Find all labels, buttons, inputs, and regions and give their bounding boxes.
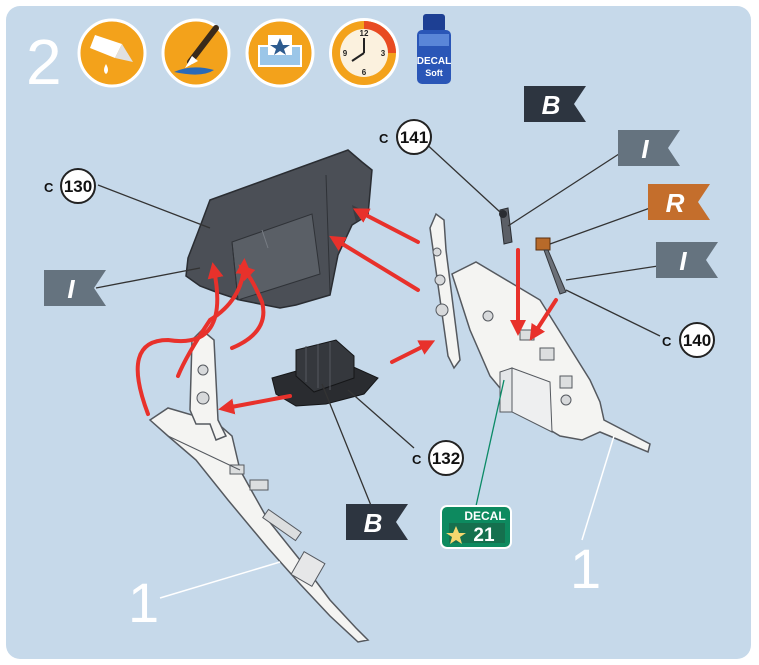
flag-b-bottom-letter: B	[364, 508, 383, 538]
part-c140	[536, 238, 566, 294]
flag-r-letter: R	[666, 188, 685, 218]
callout-c130-letter: C	[44, 180, 54, 195]
paint-brush-icon	[163, 20, 229, 86]
callout-c130: C 130	[44, 169, 95, 203]
flag-i-mid-letter: I	[679, 246, 687, 276]
flag-i-upper: I	[618, 130, 680, 166]
flag-b-top: B	[524, 86, 586, 122]
decal-soft-label-bottom: Soft	[425, 68, 443, 78]
clock-number-12: 12	[360, 29, 369, 38]
clock-number-9: 9	[343, 49, 348, 58]
decal-leader-line	[476, 380, 504, 506]
decal-water-icon	[247, 20, 313, 86]
assembly-number-left: 1	[128, 571, 159, 634]
decal-soft-label-top: DECAL	[417, 56, 451, 67]
flag-i-upper-letter: I	[641, 134, 649, 164]
flag-i-left-letter: I	[67, 274, 75, 304]
callout-c132-letter: C	[412, 452, 422, 467]
flag-r: R	[648, 184, 710, 220]
callout-c141: C 141	[379, 120, 431, 154]
flag-b-bottom: B	[346, 504, 408, 540]
step-number: 2	[26, 26, 62, 98]
callout-c141-number: 141	[400, 128, 428, 147]
flag-i-mid: I	[656, 242, 718, 278]
callout-c140: C 140	[662, 323, 714, 357]
part-c141	[499, 208, 512, 244]
glue-bottle-icon	[79, 20, 145, 86]
clock-number-6: 6	[362, 68, 367, 77]
callout-c132: C 132	[412, 441, 463, 475]
decal-number: 21	[473, 525, 495, 546]
assembly-number-right: 1	[570, 537, 601, 600]
callout-c140-letter: C	[662, 334, 672, 349]
flag-b-top-letter: B	[542, 90, 561, 120]
part-c130-panel	[186, 150, 372, 308]
clock-icon: 12 3 6 9	[329, 18, 399, 88]
callout-c141-letter: C	[379, 131, 389, 146]
callout-c130-number: 130	[64, 177, 92, 196]
decal-soft-bottle-icon: DECAL Soft	[417, 14, 451, 84]
callout-c140-number: 140	[683, 331, 711, 350]
callout-c132-number: 132	[432, 449, 460, 468]
decal-label: DECAL	[464, 509, 505, 523]
clock-number-3: 3	[381, 49, 386, 58]
leader-lines	[96, 140, 660, 508]
decal-21-badge: DECAL 21	[441, 506, 511, 548]
